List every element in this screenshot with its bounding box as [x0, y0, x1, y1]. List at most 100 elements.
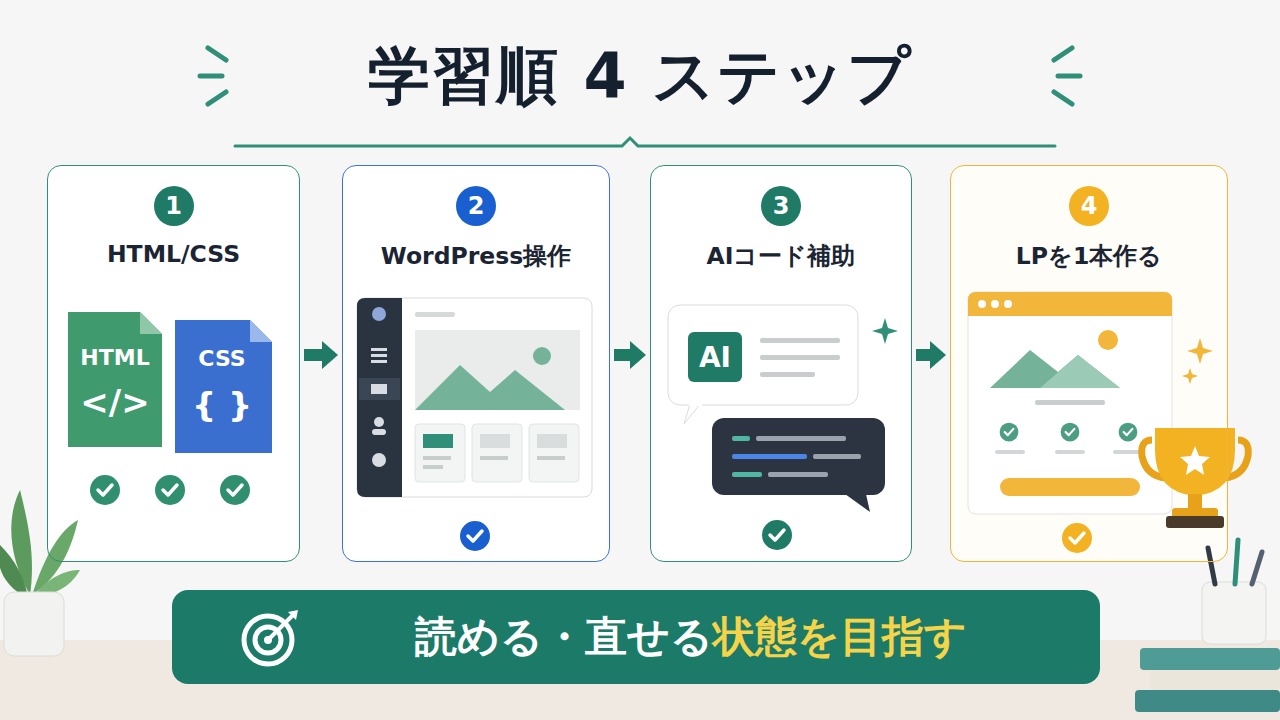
landing-page-mockup-part	[1000, 423, 1019, 442]
wordpress-dashboard-part	[472, 424, 522, 482]
landing-page-mockup-part	[1119, 423, 1138, 442]
wordpress-dashboard-part	[533, 347, 551, 365]
code-file-icons-part	[250, 320, 272, 342]
desk-items-part	[1150, 670, 1280, 690]
landing-page-mockup-part	[1098, 330, 1118, 350]
card-background	[342, 165, 610, 562]
title-decoration-part	[1054, 48, 1072, 60]
wordpress-dashboard-part	[415, 424, 465, 482]
landing-page-mockup-part	[1187, 338, 1213, 364]
wordpress-dashboard-part	[537, 456, 565, 460]
ai-chat-bubbles-part	[813, 454, 861, 459]
card-background	[47, 165, 1228, 562]
step-card: 2WordPress操作	[342, 165, 610, 562]
ai-chat-bubbles-part	[768, 472, 828, 477]
landing-page-mockup-part	[1000, 478, 1140, 496]
desk-items-part	[1135, 690, 1280, 712]
goal-text: 読める・直せる	[415, 609, 713, 665]
code-file-icons-part	[140, 312, 162, 334]
ai-chat-bubbles-part	[732, 472, 762, 477]
file-icon-label: CSS	[198, 346, 245, 371]
desk-items-part	[1252, 552, 1262, 584]
step-heading: WordPress操作	[349, 240, 603, 272]
ai-chat-bubbles-part	[684, 404, 700, 424]
landing-page-mockup-part	[968, 292, 1172, 514]
landing-page-mockup-part	[978, 300, 986, 308]
landing-page-mockup-part	[1035, 400, 1105, 405]
ai-chat-bubbles-part	[732, 454, 807, 459]
desk-items-part	[1202, 582, 1266, 644]
title-decoration-part	[208, 48, 226, 60]
goal-banner-background-part	[288, 610, 298, 620]
ai-chat-bubbles-part	[689, 402, 702, 406]
ai-chat-bubbles-part	[760, 355, 840, 360]
trophy	[1062, 428, 1248, 553]
goal-text: 状態を目指す	[713, 609, 967, 665]
ai-chat-bubbles-part	[760, 372, 815, 377]
goal-banner-background-part	[244, 616, 292, 664]
wordpress-dashboard-part	[371, 384, 387, 394]
wordpress-dashboard-part	[371, 348, 387, 351]
title-decoration-part	[208, 92, 226, 104]
ai-chat-bubbles-part	[760, 338, 840, 343]
step-heading: LPを1本作る	[957, 240, 1221, 272]
landing-page-mockup-part	[968, 292, 1172, 316]
wordpress-dashboard-part	[357, 298, 402, 497]
file-icon-label: </>	[80, 382, 149, 422]
title: 学習順 4 ステップ	[0, 28, 1280, 124]
ai-chat-bubbles-part	[732, 436, 750, 441]
wordpress-dashboard-part	[529, 424, 579, 482]
code-file-icons-part	[90, 475, 120, 505]
trophy-part	[1155, 428, 1235, 496]
title-decoration-part	[200, 74, 222, 79]
ai-chat-bubbles-part	[712, 418, 885, 495]
landing-page-mockup-part	[991, 300, 999, 308]
code-file-icons-part	[155, 475, 185, 505]
wordpress-dashboard-part	[372, 453, 386, 467]
flow-arrow	[916, 341, 946, 369]
card-background	[950, 165, 1228, 562]
title-decoration-part	[1054, 92, 1072, 104]
wordpress-dashboard-part	[415, 365, 565, 410]
wordpress-dashboard-part	[372, 429, 386, 435]
wordpress-dashboard	[357, 298, 592, 551]
wordpress-dashboard-part	[480, 434, 510, 448]
step-number: 2	[456, 186, 496, 226]
ai-chat-bubbles-part	[872, 318, 898, 344]
goal-banner-background	[172, 590, 1100, 684]
trophy-part	[1180, 446, 1210, 475]
wordpress-dashboard-part	[415, 312, 455, 317]
desk-items-part	[1140, 648, 1280, 670]
ai-chat-bubbles-part	[756, 436, 846, 441]
wordpress-dashboard-part	[372, 307, 386, 321]
plant-part	[0, 545, 28, 598]
goal-banner-background-part	[268, 616, 292, 640]
step-heading: AIコード補助	[657, 240, 905, 272]
card-background	[47, 165, 300, 562]
goal-banner: 読める・直せる状態を目指す	[172, 590, 1100, 684]
code-file-icons-part	[68, 312, 162, 447]
wordpress-dashboard-part	[371, 354, 387, 357]
landing-page-mockup-part	[1182, 368, 1198, 384]
wordpress-dashboard-part	[357, 298, 592, 497]
landing-page-mockup-part	[990, 350, 1120, 388]
ai-chat-bubbles-part	[845, 494, 870, 512]
landing-page-mockup-part	[1061, 423, 1080, 442]
wordpress-dashboard-part	[460, 521, 490, 551]
trophy-part	[1188, 494, 1202, 510]
wordpress-dashboard-part	[537, 434, 567, 448]
ai-chat-bubbles-part	[688, 332, 742, 382]
wordpress-dashboard-part	[423, 434, 453, 448]
step-number: 1	[154, 186, 194, 226]
wordpress-dashboard-part	[480, 456, 508, 460]
ai-chat-bubbles-part	[762, 520, 792, 550]
ai-badge-label: AI	[699, 341, 731, 374]
wordpress-dashboard-part	[423, 465, 443, 469]
ai-chat-bubbles-part	[668, 305, 858, 405]
wordpress-dashboard-part	[359, 378, 400, 400]
title-decoration-part	[1058, 74, 1080, 79]
desk-items	[1135, 540, 1280, 712]
plant-part	[4, 592, 64, 656]
goal-banner-background-part	[172, 590, 1100, 684]
